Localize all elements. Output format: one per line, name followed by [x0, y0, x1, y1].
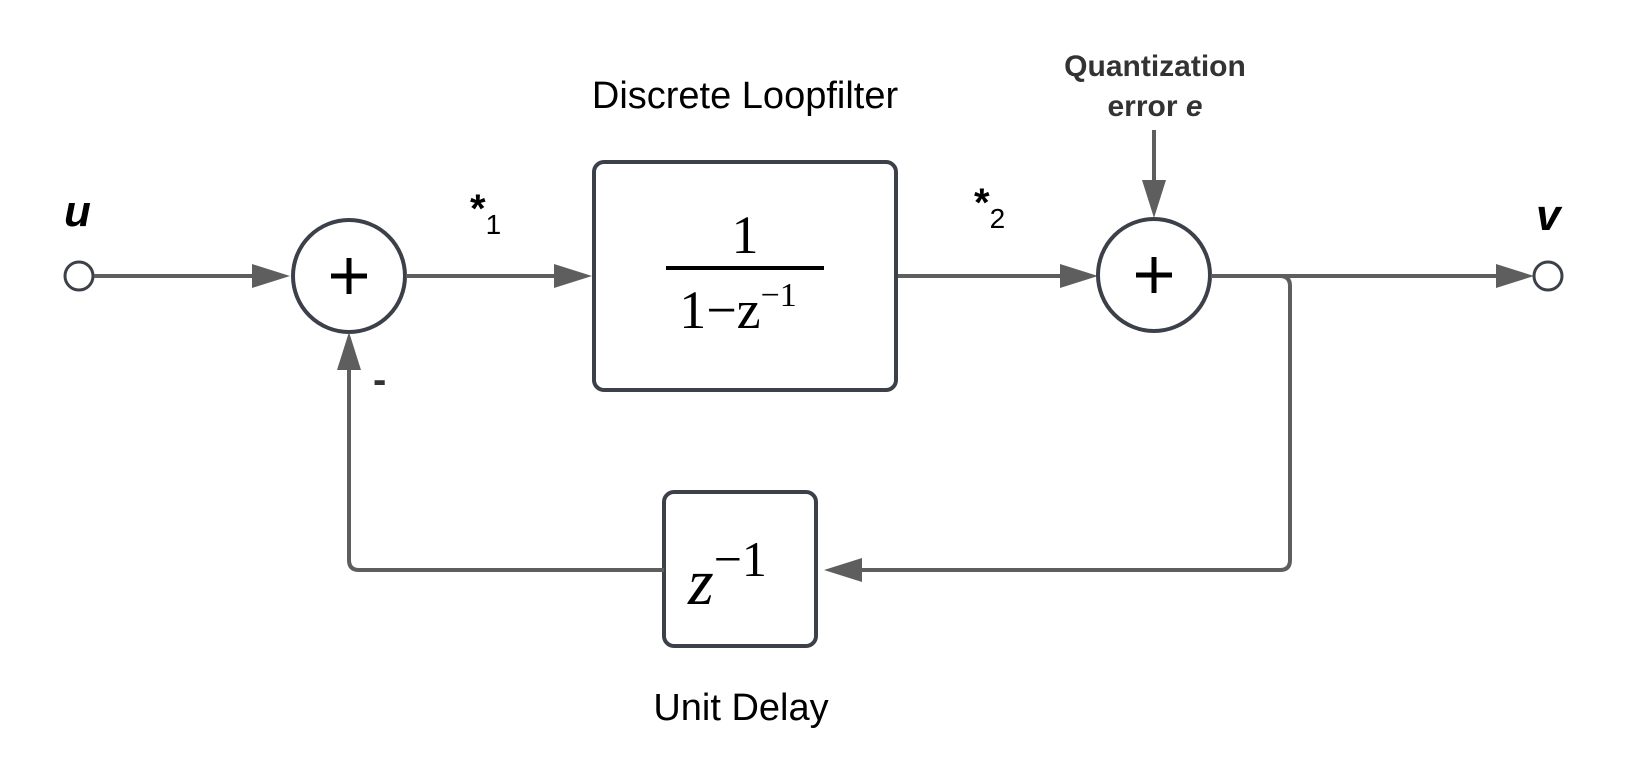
- arrowhead-loopfilter-input: [554, 264, 592, 288]
- loopfilter-box: [592, 160, 898, 392]
- summer-2[interactable]: [1096, 217, 1212, 333]
- output-port[interactable]: [1532, 260, 1564, 292]
- wire-feedback-right: [850, 274, 1292, 572]
- arrowhead-quantization-error: [1142, 180, 1166, 218]
- loopfilter-numerator: 1: [732, 205, 759, 265]
- signal-1-label: *1: [470, 187, 501, 240]
- loopfilter-denominator-base: 1−z: [679, 280, 760, 340]
- signal-1-star: *: [470, 187, 486, 231]
- loopfilter-denominator: 1−z−1: [679, 277, 797, 340]
- quantization-label-line2: error e: [1107, 90, 1202, 123]
- quantization-label-text: error: [1107, 90, 1185, 123]
- signal-2-star: *: [974, 181, 990, 225]
- output-label: v: [1536, 191, 1563, 240]
- feedback-minus-sign: -: [373, 358, 386, 402]
- unit-delay-exponent: −1: [714, 531, 767, 587]
- unit-delay-base: z: [687, 546, 714, 619]
- quantization-label-line1: Quantization: [1064, 50, 1246, 83]
- arrowhead-sum1-input: [252, 264, 290, 288]
- arrowhead-delay-input: [824, 558, 862, 582]
- loopfilter-title: Discrete Loopfilter: [592, 75, 899, 117]
- arrowhead-sum1-feedback: [337, 332, 361, 370]
- input-label: u: [64, 187, 91, 236]
- unit-delay-block[interactable]: z−1: [662, 490, 818, 648]
- loopfilter-block[interactable]: 1 1−z−1: [592, 160, 898, 392]
- signal-2-subscript: 2: [990, 203, 1006, 234]
- quantization-variable: e: [1186, 90, 1203, 123]
- unit-delay-expression: z−1: [687, 531, 767, 619]
- loopfilter-denominator-exponent: −1: [761, 277, 797, 314]
- wire-feedback-left: [347, 364, 664, 572]
- unit-delay-title: Unit Delay: [653, 687, 828, 729]
- arrowhead-output: [1496, 264, 1534, 288]
- summer-1[interactable]: [291, 218, 407, 334]
- signal-1-subscript: 1: [486, 209, 502, 240]
- signal-2-label: *2: [974, 181, 1005, 234]
- arrowhead-sum2-input: [1060, 264, 1098, 288]
- input-port[interactable]: [63, 260, 95, 292]
